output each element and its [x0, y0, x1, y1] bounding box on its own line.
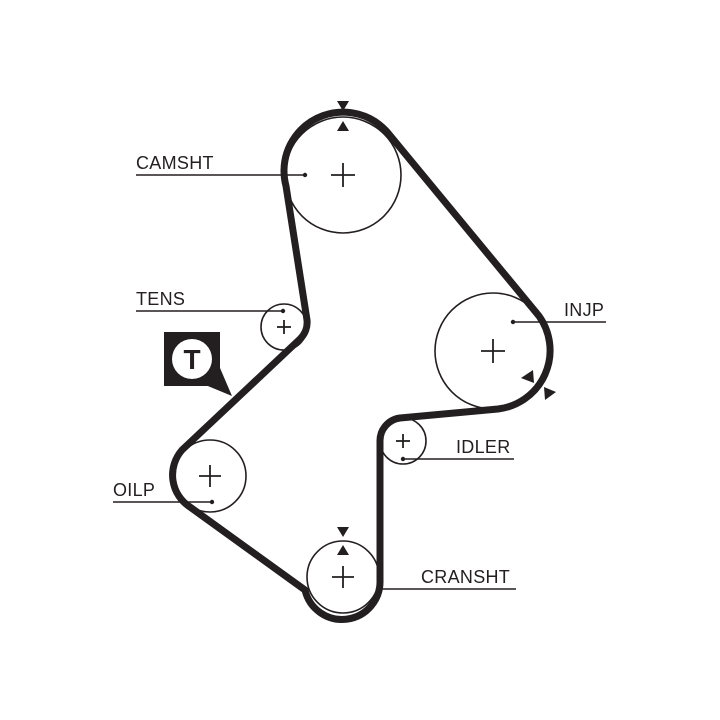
idler-label: IDLER — [456, 437, 511, 457]
crankshaft-timing-mark — [337, 527, 349, 555]
oil-pump-label: OILP — [113, 480, 155, 500]
camshaft-timing-mark — [337, 101, 349, 131]
crankshaft-label: CRANSHT — [421, 567, 510, 587]
injection-pump-label: INJP — [564, 300, 604, 320]
tensioner-badge-letter: T — [183, 344, 200, 375]
leader-lines — [113, 172, 606, 592]
camshaft-label: CAMSHT — [136, 153, 214, 173]
injection-pump-timing-mark — [521, 370, 556, 400]
tensioner-badge-icon: T — [164, 332, 232, 396]
tensioner-label: TENS — [136, 289, 185, 309]
timing-belt — [169, 108, 554, 623]
